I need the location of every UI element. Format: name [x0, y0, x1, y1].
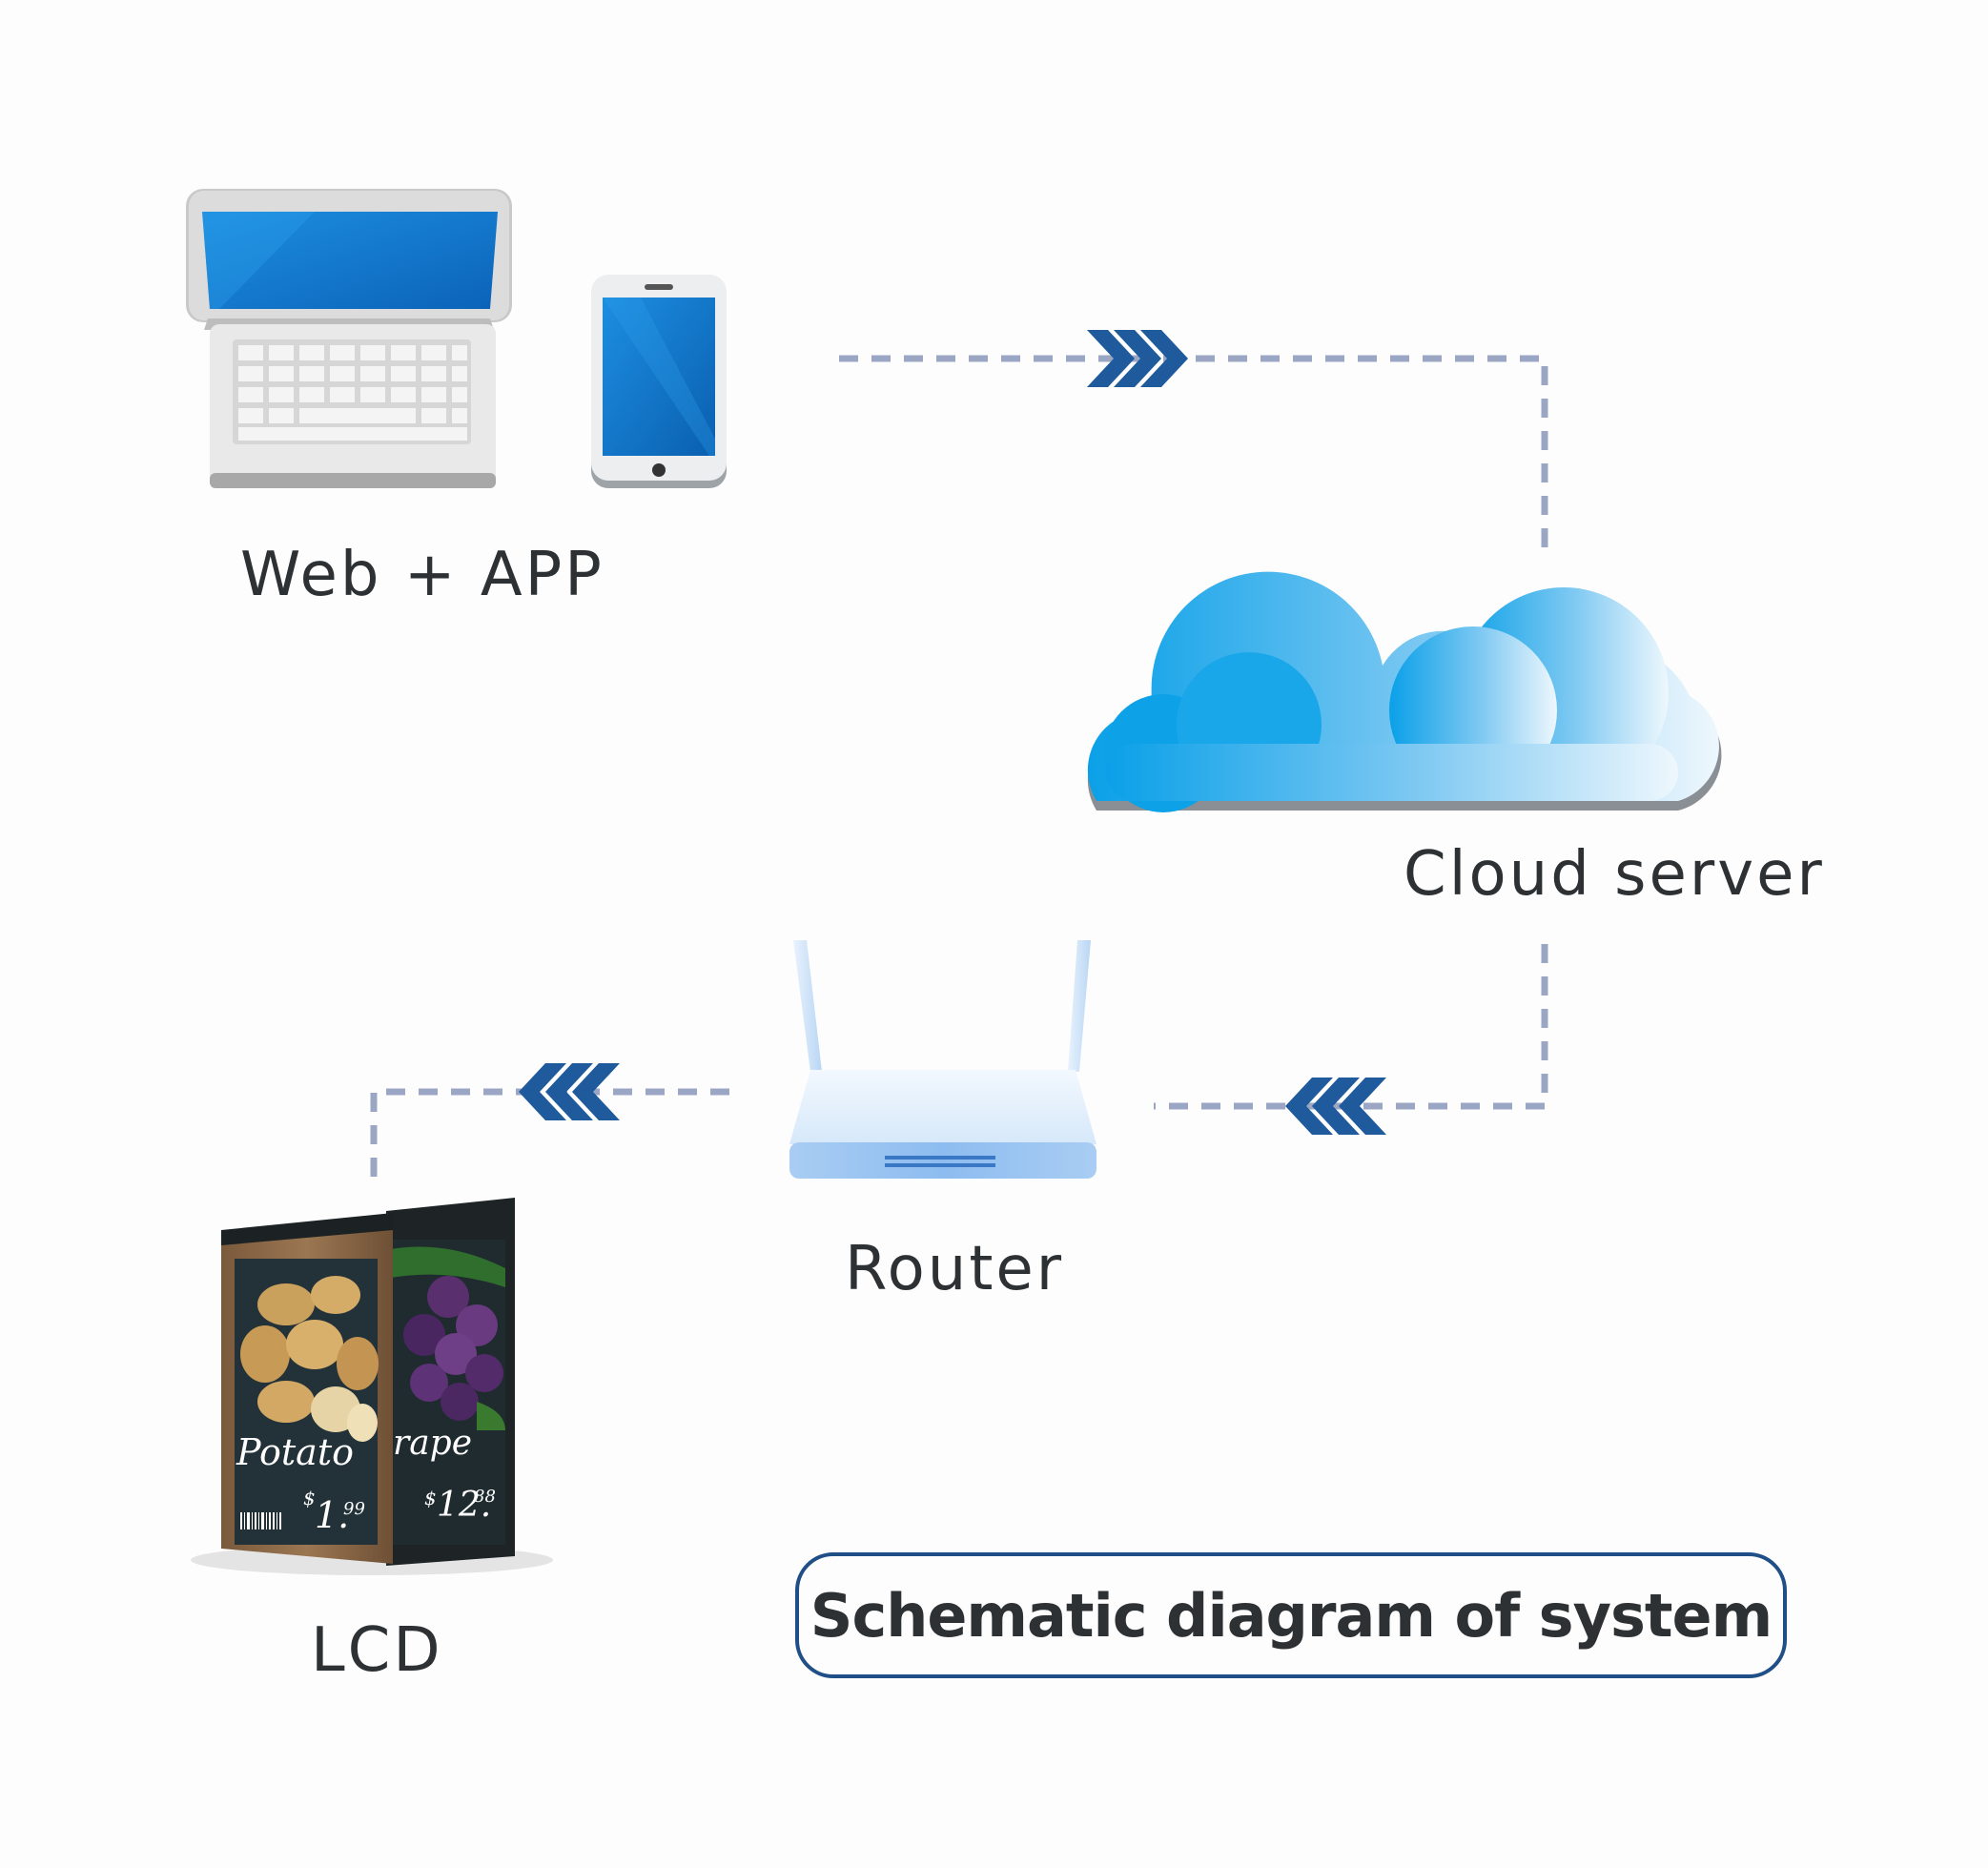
label-router: Router — [845, 1234, 1065, 1304]
front-screen-currency: $ — [303, 1487, 316, 1509]
arrow-left-icon — [1285, 1078, 1386, 1135]
caption-box: Schematic diagram of system — [795, 1552, 1787, 1678]
lcd-display-icon: rape $ 12. 88 Potato $ 1. 99 — [191, 1198, 553, 1575]
arrow-right-icon — [1087, 330, 1188, 387]
connector-web-to-cloud — [839, 355, 1548, 553]
grape-photo-icon — [391, 1246, 505, 1430]
label-lcd: LCD — [311, 1615, 443, 1686]
label-web-app: Web + APP — [240, 540, 605, 610]
front-screen-price: 1. — [315, 1494, 349, 1536]
arrow-left-icon — [519, 1063, 620, 1120]
cloud-icon — [1087, 571, 1722, 812]
potato-photo-icon — [240, 1276, 379, 1442]
label-cloud-server: Cloud server — [1404, 839, 1825, 910]
front-screen-name: Potato — [236, 1431, 354, 1473]
router-icon — [789, 940, 1096, 1179]
diagram-caption: Schematic diagram of system — [810, 1580, 1773, 1651]
connector-cloud-to-router — [1154, 944, 1548, 1110]
laptop-icon — [186, 189, 512, 488]
back-screen-price: 12. — [437, 1486, 491, 1525]
back-screen-cents: 88 — [474, 1487, 496, 1507]
front-screen-cents: 99 — [343, 1499, 365, 1519]
back-screen-currency: $ — [424, 1487, 437, 1509]
back-screen-name: rape — [393, 1424, 472, 1463]
smartphone-icon — [591, 275, 727, 488]
barcode-icon — [240, 1512, 281, 1529]
